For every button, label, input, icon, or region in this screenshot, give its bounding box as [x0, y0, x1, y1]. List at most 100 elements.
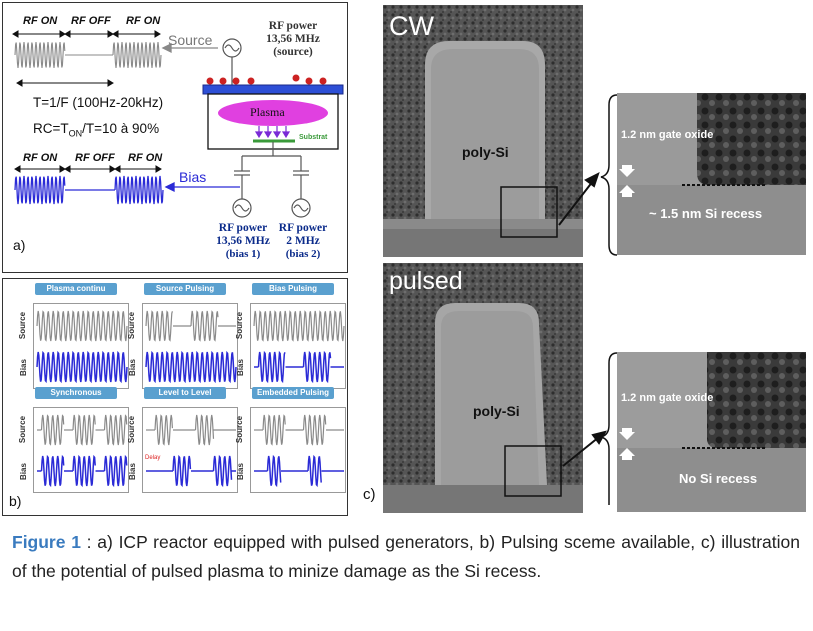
- row-label-source: Source: [235, 311, 245, 340]
- rf-burst: [14, 41, 66, 69]
- gate-oxide-label: 1.2 nm gate oxide: [621, 392, 714, 404]
- panel-b-letter: b): [9, 493, 22, 509]
- rf-power-bias2-line: RF power: [278, 222, 328, 234]
- caption-text: : a) ICP reactor equipped with pulsed ge…: [12, 532, 800, 581]
- panel-a-reactor-diagram: RF ON RF OFF RF ON Source RF power 13,56…: [2, 2, 348, 273]
- zoom-cw: 1.2 nm gate oxide ~ 1.5 nm Si recess: [617, 93, 806, 255]
- duty-cycle-suffix: /T=10 à 90%: [82, 121, 160, 136]
- rf-burst: [262, 414, 286, 446]
- duty-cycle-subscript: ON: [68, 128, 83, 139]
- rf-burst: [154, 414, 173, 446]
- row-label-bias: Bias: [18, 463, 28, 480]
- pulsing-mode-waveforms: [254, 414, 344, 488]
- rf-on-label: RF ON: [23, 15, 58, 27]
- rf-burst: [40, 414, 65, 446]
- row-label-source: Source: [127, 415, 137, 444]
- source-label: Source: [168, 32, 213, 48]
- row-label-source: Source: [127, 311, 137, 340]
- figure-caption: Figure 1 : a) ICP reactor equipped with …: [12, 528, 800, 586]
- rf-power-bias1-line: RF power: [218, 222, 268, 234]
- rf-on-label: RF ON: [126, 15, 161, 27]
- source-pulse-waveform: [14, 41, 162, 69]
- pulsing-mode-waveforms: [146, 414, 236, 488]
- rf-burst: [302, 414, 327, 446]
- rf-power-bias2: RF power 2 MHz (bias 2): [268, 222, 338, 261]
- pulsing-mode-chart: [142, 303, 238, 389]
- rf-burst: [266, 454, 282, 488]
- panel-a-letter: a): [13, 237, 26, 253]
- row-label-bias: Bias: [235, 463, 245, 480]
- rf-burst: [307, 454, 322, 488]
- reactor-schematic: [12, 30, 344, 218]
- poly-si-label: poly-Si: [462, 144, 509, 160]
- row-label-bias: Bias: [127, 359, 137, 376]
- gate-oxide-label: 1.2 nm gate oxide: [621, 129, 714, 141]
- rf-power-source: RF power 13,56 MHz (source): [248, 20, 338, 59]
- plasma-label: Plasma: [250, 105, 285, 119]
- rf-burst: [194, 414, 215, 446]
- pulsing-mode-waveforms: [36, 310, 128, 384]
- pulsing-mode-chart: [250, 407, 346, 493]
- pulsed-label: pulsed: [389, 267, 463, 295]
- bias-label: Bias: [179, 169, 207, 185]
- rf-burst: [257, 350, 286, 384]
- pulsing-mode-chart: [33, 303, 129, 389]
- zoom-connectors: [558, 94, 618, 505]
- rf-power-source-line: RF power: [268, 20, 318, 32]
- zoom-cw-graphic: [617, 93, 806, 255]
- bias-pulse-waveform: [14, 175, 164, 205]
- rf-burst: [103, 414, 128, 446]
- row-label-bias: Bias: [235, 359, 245, 376]
- rf-burst: [114, 175, 164, 205]
- pulsing-mode-title: Bias Pulsing: [252, 283, 334, 295]
- rf-burst: [145, 310, 173, 342]
- row-label-bias: Bias: [18, 359, 28, 376]
- rf-burst: [40, 454, 65, 488]
- rf-on-label: RF ON: [23, 152, 58, 164]
- rf-off-label: RF OFF: [71, 15, 111, 27]
- row-label-bias: Bias: [127, 463, 137, 480]
- rf-burst: [36, 350, 128, 384]
- pulsing-mode-chart: [250, 303, 346, 389]
- rf-burst: [172, 454, 192, 488]
- rf-power-bias1: RF power 13,56 MHz (bias 1): [201, 222, 285, 261]
- rf-burst: [145, 350, 237, 384]
- rf-power-bias1-freq: 13,56 MHz: [216, 235, 270, 247]
- pulsing-mode-title: Level to Level Pulsing: [144, 387, 226, 409]
- zoom-pulsed: 1.2 nm gate oxide No Si recess: [617, 352, 806, 512]
- rf-power-bias2-tag: (bias 2): [285, 248, 321, 260]
- sem-image-cw: CW poly-Si: [383, 5, 583, 257]
- pulsing-mode-chart: [33, 407, 129, 493]
- rf-power-bias2-freq: 2 MHz: [286, 235, 320, 247]
- row-label-source: Source: [18, 415, 28, 444]
- rf-off-label: RF OFF: [75, 152, 115, 164]
- si-recess-label: No Si recess: [679, 471, 758, 486]
- pulsing-mode-chart: [142, 407, 238, 493]
- rf-burst: [212, 454, 233, 488]
- rf-burst: [36, 310, 128, 342]
- rf-burst: [253, 310, 345, 342]
- row-label-source: Source: [18, 311, 28, 340]
- pulsing-mode-title: Synchronous Pulsing: [35, 387, 117, 409]
- rf-on-label: RF ON: [128, 152, 163, 164]
- pulsing-mode-waveforms: [253, 310, 345, 384]
- sem-image-pulsed: pulsed poly-Si: [383, 263, 583, 513]
- pulsing-mode-waveforms: [37, 414, 128, 488]
- pulsing-mode-title: Plasma continu: [35, 283, 117, 295]
- rf-burst: [14, 175, 66, 205]
- duty-cycle-formula: RC=TON/T=10 à 90%: [33, 121, 159, 139]
- zoom-pulsed-graphic: [617, 352, 806, 512]
- pulsing-mode-title: Source Pulsing: [144, 283, 226, 295]
- rf-power-bias1-tag: (bias 1): [225, 248, 261, 260]
- delay-label: Delay: [145, 455, 161, 461]
- poly-si-label: poly-Si: [473, 403, 520, 419]
- rf-burst: [103, 454, 128, 488]
- period-formula: T=1/F (100Hz-20kHz): [33, 95, 164, 110]
- sem-pulsed-graphic: [383, 263, 583, 513]
- rf-power-source-freq: 13,56 MHz: [266, 33, 320, 45]
- cw-label: CW: [389, 11, 434, 41]
- rf-burst: [190, 310, 219, 342]
- row-label-source: Source: [235, 415, 245, 444]
- pulsing-mode-waveforms: [145, 310, 237, 384]
